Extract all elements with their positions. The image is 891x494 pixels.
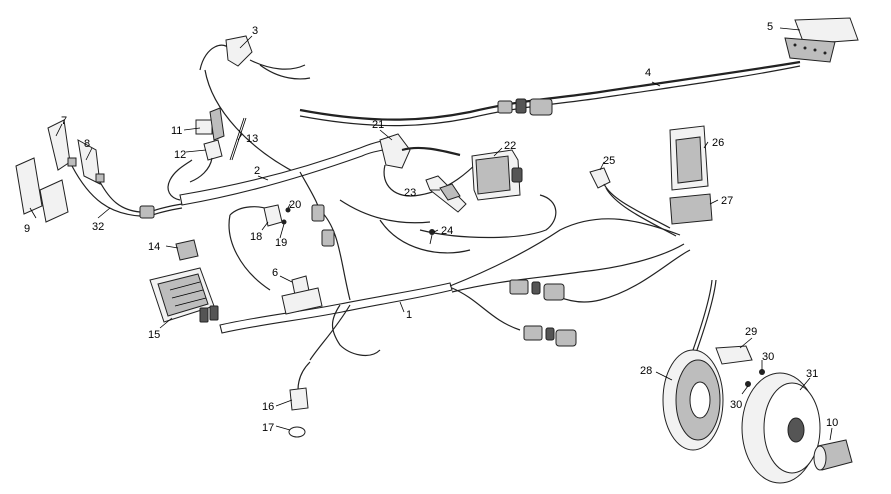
voltage-regulator <box>149 267 219 323</box>
callout-26: 26 <box>712 137 724 149</box>
fuse-holder <box>281 275 323 315</box>
callout-10: 10 <box>826 417 838 429</box>
tail-light <box>784 17 859 63</box>
ignition-coil <box>471 149 523 201</box>
spark-plug-cap <box>379 133 481 197</box>
sensor <box>589 167 677 237</box>
stator <box>662 279 724 451</box>
callout-23: 23 <box>404 187 416 199</box>
flywheel <box>741 372 821 484</box>
callout-15: 15 <box>148 329 160 341</box>
callout-9: 9 <box>24 223 30 235</box>
main-harness <box>219 194 691 361</box>
relay <box>175 239 199 261</box>
cdi-unit <box>669 125 713 225</box>
callout-19: 19 <box>275 237 287 249</box>
callout-11: 11 <box>171 125 182 137</box>
shaft <box>813 439 853 471</box>
sensor-with-screws <box>228 204 291 291</box>
leader-lines <box>29 27 833 441</box>
callout-21: 21 <box>372 119 384 131</box>
callout-18: 18 <box>250 231 262 243</box>
callout-4: 4 <box>645 67 651 79</box>
callout-3: 3 <box>252 25 258 37</box>
callout-28: 28 <box>640 365 652 377</box>
callout-25: 25 <box>603 155 615 167</box>
callout-12: 12 <box>174 149 186 161</box>
callout-labels: 1 2 3 4 5 6 7 8 9 10 11 12 13 14 15 16 1… <box>24 21 838 434</box>
callout-17: 17 <box>262 422 274 434</box>
callout-30b: 30 <box>730 399 742 411</box>
callout-7: 7 <box>61 115 67 127</box>
screw <box>429 229 435 245</box>
switch-and-ties <box>189 107 247 183</box>
rear-harness <box>299 60 801 127</box>
callout-30a: 30 <box>762 351 774 363</box>
callout-2: 2 <box>254 165 260 177</box>
callout-5: 5 <box>767 21 773 33</box>
callout-24: 24 <box>441 225 453 237</box>
callout-16: 16 <box>262 401 274 413</box>
callout-31: 31 <box>806 368 818 380</box>
turn-indicators <box>15 119 141 223</box>
handlebar-switch <box>199 35 311 176</box>
switch-and-oring <box>288 361 311 438</box>
callout-13: 13 <box>246 133 258 145</box>
callout-1: 1 <box>406 309 412 321</box>
callout-22: 22 <box>504 140 516 152</box>
spark-plug <box>425 175 467 213</box>
callout-32: 32 <box>92 221 104 233</box>
callout-6: 6 <box>272 267 278 279</box>
callout-27: 27 <box>721 195 733 207</box>
callout-8: 8 <box>84 138 90 150</box>
pickup-bracket <box>715 345 753 365</box>
stator-screws <box>745 369 765 387</box>
callout-20: 20 <box>289 199 301 211</box>
callout-29: 29 <box>745 326 757 338</box>
callout-14: 14 <box>148 241 160 253</box>
